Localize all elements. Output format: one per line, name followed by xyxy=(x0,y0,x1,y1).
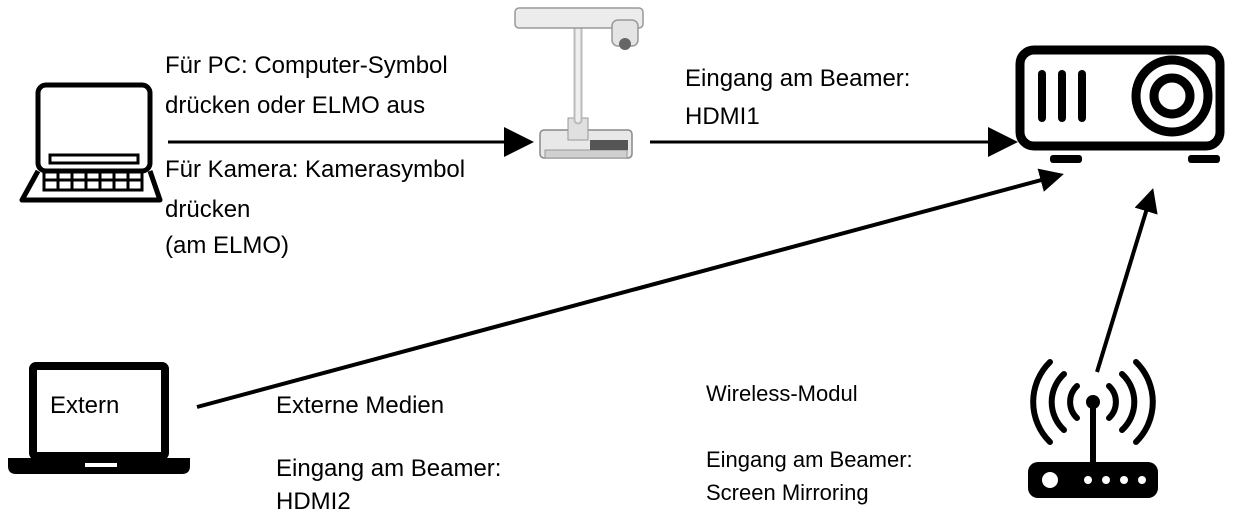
document-camera-icon xyxy=(514,7,644,159)
wireless-router-icon xyxy=(1028,359,1158,498)
hdmi2-input-line1: Eingang am Beamer: xyxy=(276,455,502,482)
pc-laptop-icon xyxy=(19,82,163,203)
external-media-title: Externe Medien xyxy=(276,392,445,419)
screen-mirroring-input-line1: Eingang am Beamer: xyxy=(706,447,913,472)
hdmi1-input-line2: HDMI1 xyxy=(685,103,760,130)
arrow-extern-to-beamer xyxy=(196,168,1064,409)
extern-laptop-label: Extern xyxy=(50,392,120,419)
extern-laptop-icon xyxy=(8,362,190,474)
projector-icon xyxy=(1015,45,1225,163)
hdmi2-input-line2: HDMI2 xyxy=(276,488,351,515)
hdmi1-input-line1: Eingang am Beamer: xyxy=(685,65,911,92)
camera-instruction-line1: Für Kamera: Kamerasymbol xyxy=(165,156,466,183)
arrow-wireless-to-beamer xyxy=(1095,188,1158,373)
camera-instruction-line2: drücken xyxy=(165,196,251,223)
camera-instruction-line3: (am ELMO) xyxy=(165,232,290,259)
screen-mirroring-input-line2: Screen Mirroring xyxy=(706,480,869,505)
pc-instruction-line1: Für PC: Computer-Symbol xyxy=(165,52,448,79)
pc-instruction-line2: drücken oder ELMO aus xyxy=(165,92,426,119)
wireless-module-title: Wireless-Modul xyxy=(706,381,858,406)
